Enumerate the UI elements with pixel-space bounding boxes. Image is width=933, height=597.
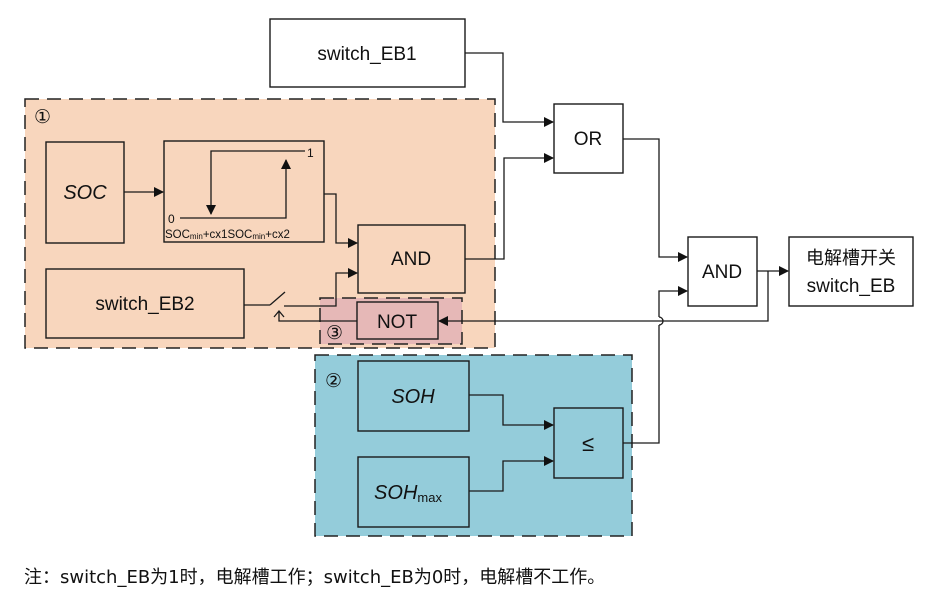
hysteresis-low-label: 0 [168, 212, 175, 226]
wire-compare-up [623, 325, 660, 444]
and-gate-1-label: AND [391, 249, 431, 270]
wire-switch-to-and1 [284, 268, 358, 307]
wire-sohmax-to-compare [469, 456, 554, 492]
switch-eb1-label: switch_EB1 [317, 44, 416, 65]
switch-eb2-label: switch_EB2 [95, 294, 194, 315]
switch-control-arrow [273, 309, 285, 318]
soh-label: SOH [391, 386, 435, 408]
compare-le-label: ≤ [582, 431, 594, 456]
wire-compare-to-and2 [658, 286, 688, 317]
hysteresis-block: 1 0 SOCmin+cx1SOCmin+cx2 [163, 140, 325, 243]
zone-3-marker: ③ [326, 323, 343, 344]
diagram-note: 注：switch_EB为1时，电解槽工作；switch_EB为0时，电解槽不工作… [24, 567, 606, 588]
output-label-cn: 电解槽开关 [806, 248, 896, 268]
hysteresis-threshold-labels: SOCmin+cx1SOCmin+cx2 [165, 229, 290, 241]
switch-contact [269, 291, 286, 306]
wire-feedback-to-not [438, 271, 769, 326]
zone-2-marker: ② [325, 371, 342, 392]
wire-or-to-and2 [623, 138, 688, 262]
soh-max-block [357, 456, 470, 528]
hysteresis-high-label: 1 [307, 146, 314, 160]
wires [124, 52, 789, 492]
zone-2-soh-logic [314, 354, 633, 537]
or-gate-label: OR [574, 129, 603, 150]
wire-and1-to-or [465, 153, 554, 260]
output-label-en: switch_EB [807, 276, 896, 297]
not-gate-label: NOT [377, 312, 418, 333]
wire-eb1-to-or [465, 52, 554, 127]
switch-eb2-block [45, 268, 245, 339]
soh-block [357, 360, 470, 432]
soh-max-label: SOHmax [374, 482, 442, 505]
zone-1-marker: ① [34, 107, 51, 128]
wire-soh-to-compare [469, 394, 554, 430]
wire-not-to-switch [278, 312, 357, 322]
soc-label: SOC [63, 182, 107, 204]
wire-hysteresis-to-and1 [324, 193, 358, 248]
output-switch-eb-block [788, 236, 914, 307]
and-gate-2-label: AND [702, 262, 742, 283]
